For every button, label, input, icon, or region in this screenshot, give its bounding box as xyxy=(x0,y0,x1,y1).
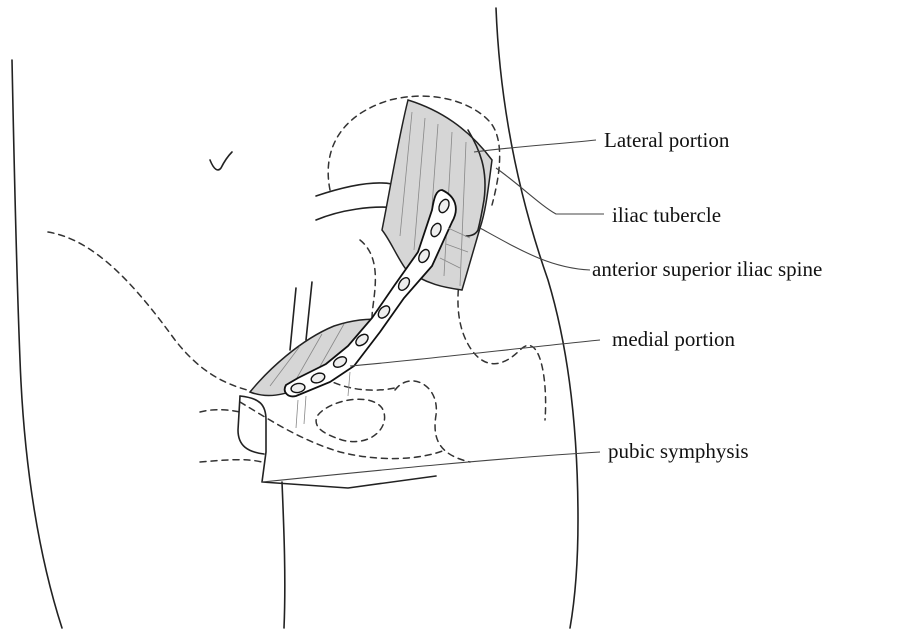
leader-pubic-symphysis xyxy=(262,452,600,482)
label-iliac-tubercle: iliac tubercle xyxy=(612,203,721,227)
label-lateral-portion: Lateral portion xyxy=(604,128,730,152)
label-pubic-symphysis: pubic symphysis xyxy=(608,439,749,463)
leader-asis xyxy=(480,228,590,270)
leader-lateral-portion xyxy=(474,140,596,152)
leader-medial-portion xyxy=(350,340,600,366)
leader-iliac-tubercle xyxy=(496,168,604,214)
reconstruction-plate xyxy=(285,190,470,428)
labels: Lateral portion iliac tubercle anterior … xyxy=(592,128,822,463)
label-medial-portion: medial portion xyxy=(612,327,736,351)
body-outline xyxy=(12,8,578,628)
label-asis: anterior superior iliac spine xyxy=(592,257,822,281)
